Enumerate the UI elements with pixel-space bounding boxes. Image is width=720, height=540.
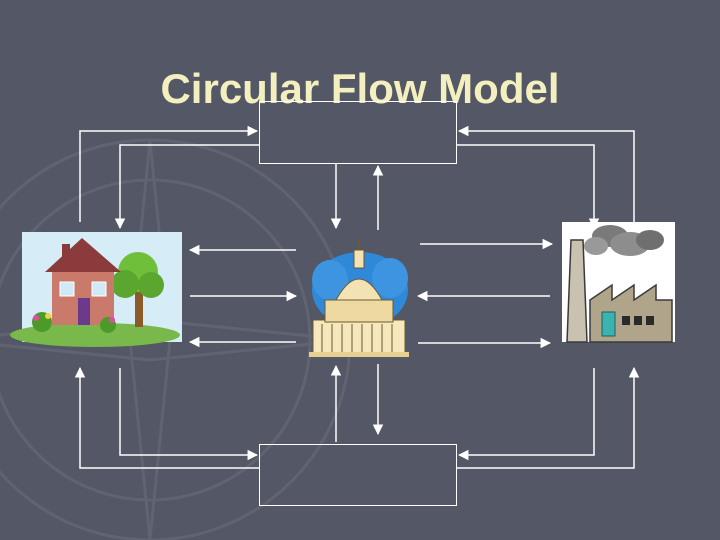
flow-arrow-bottom-to-household [74, 366, 259, 469]
flow-arrow-household-to-top [79, 125, 259, 222]
slide-title: Circular Flow Model [160, 65, 560, 113]
flow-arrow-bottom-to-firms [457, 366, 640, 469]
flow-arrow-top-to-firms [457, 144, 600, 230]
flow-arrow-firms-to-top [457, 125, 635, 222]
bottom-market-box [259, 444, 457, 506]
flow-arrow-household-to-bottom [119, 368, 259, 461]
top-market-box [259, 101, 457, 164]
flow-arrow-firms-to-bottom [457, 368, 595, 461]
flow-arrow-top-to-household [114, 144, 259, 230]
